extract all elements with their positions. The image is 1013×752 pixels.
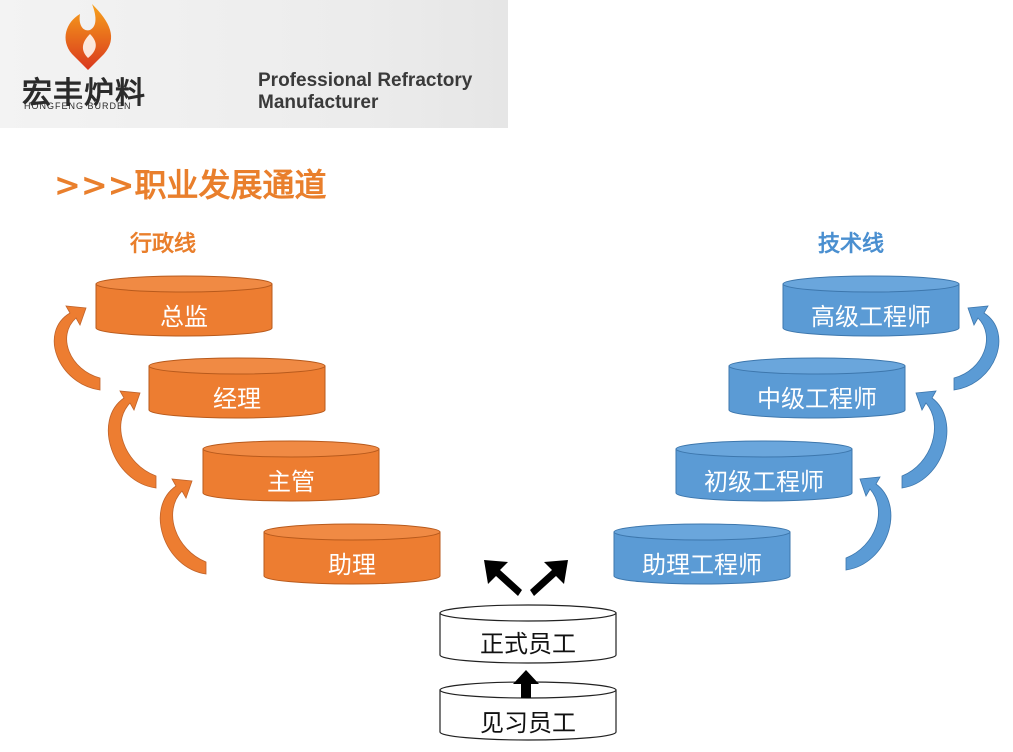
curved-arrow-icon <box>901 390 948 489</box>
tech-level-2 <box>728 357 906 419</box>
tech-level-1 <box>782 275 960 337</box>
base-level-1 <box>439 604 617 664</box>
curved-arrow-icon <box>845 476 892 571</box>
admin-level-2 <box>148 357 326 419</box>
tech-level-label: 助理工程师 <box>642 551 762 579</box>
admin-level-label: 助理 <box>328 551 376 579</box>
tech-level-3 <box>675 440 853 502</box>
admin-level-3 <box>202 440 380 502</box>
arrow-up-right-icon <box>530 560 568 596</box>
tagline: Professional Refractory Manufacturer <box>258 70 472 114</box>
tech-level-label: 初级工程师 <box>704 468 824 496</box>
tech-level-4 <box>613 523 791 585</box>
tech-level-label: 中级工程师 <box>757 385 877 413</box>
curved-arrow-icon <box>953 305 1000 391</box>
page-title: >>>职业发展通道 <box>54 166 327 204</box>
admin-level-label: 总监 <box>160 303 208 331</box>
admin-level-label: 经理 <box>213 385 261 413</box>
curved-arrow-icon <box>108 390 157 489</box>
tagline-line-2: Manufacturer <box>258 92 379 113</box>
curved-arrow-icon <box>53 305 101 391</box>
base-level-label: 见习员工 <box>480 709 576 737</box>
admin-level-label: 主管 <box>267 468 315 496</box>
logo-chinese-text: 宏丰炉料 <box>22 76 146 111</box>
admin-level-1 <box>95 275 273 337</box>
tagline-line-1: Professional Refractory <box>258 70 473 91</box>
admin-level-4 <box>263 523 441 585</box>
admin-line-heading: 行政线 <box>130 232 197 257</box>
arrow-up-left-icon <box>484 560 522 596</box>
base-level-label: 正式员工 <box>480 630 576 658</box>
tech-level-label: 高级工程师 <box>811 303 931 331</box>
logo-flame-icon <box>65 4 112 70</box>
admin-promotion-arrows <box>53 305 207 575</box>
up-arrow-icon <box>513 670 539 698</box>
curved-arrow-icon <box>159 478 207 575</box>
tech-promotion-arrows <box>845 305 1000 571</box>
tech-line-heading: 技术线 <box>818 232 885 257</box>
logo-english-text: HONGFENG BURDEN <box>24 101 132 111</box>
